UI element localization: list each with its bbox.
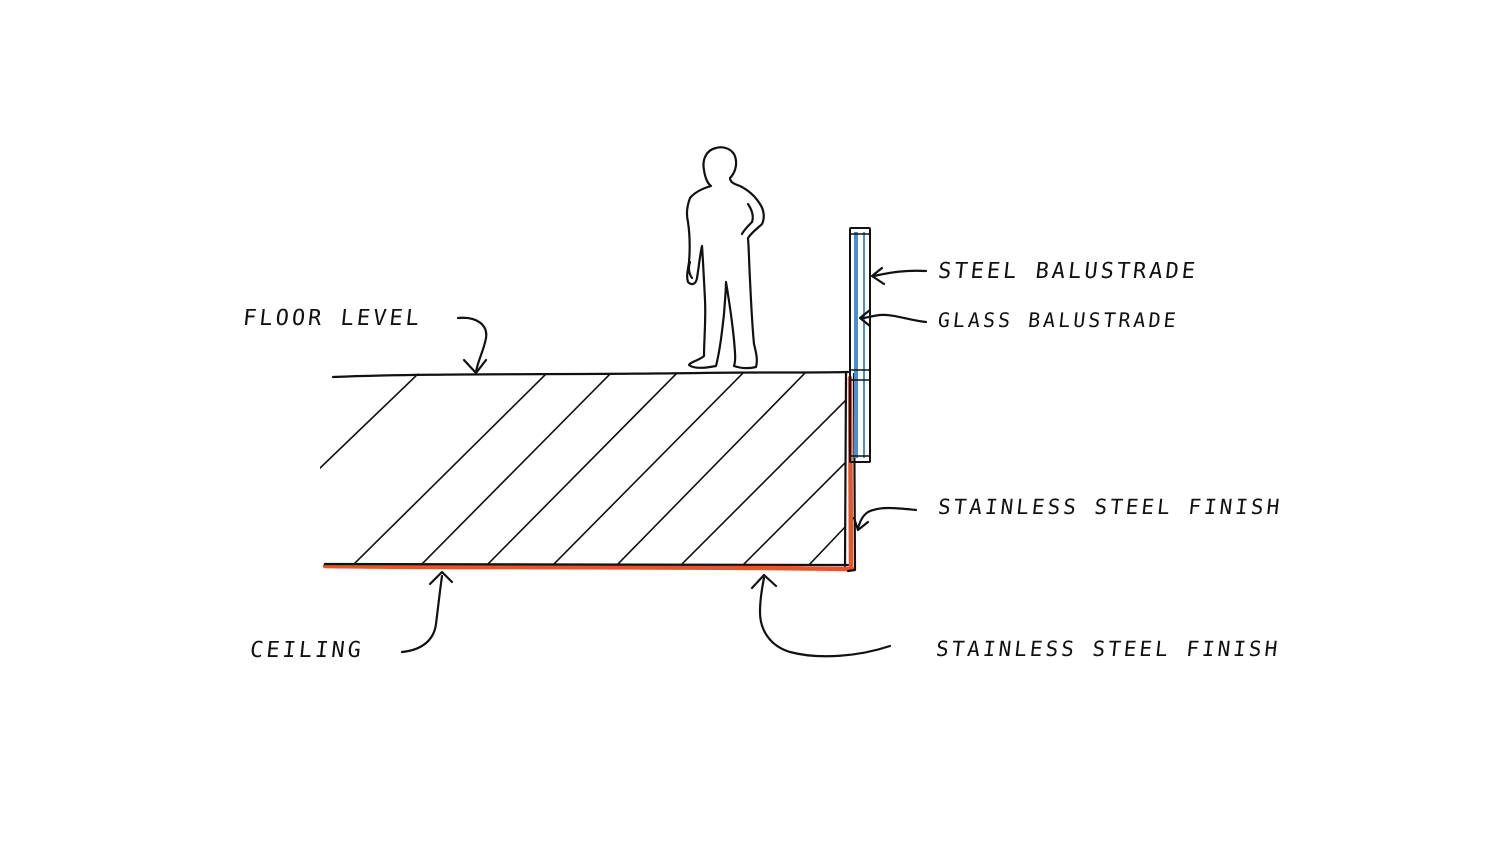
slab-hatching [318, 372, 846, 565]
person-silhouette-icon [685, 146, 765, 370]
finish-bottom-arrowhead [750, 573, 778, 590]
finish-side-arrowhead [852, 516, 870, 532]
floor-level-label: Floor level [241, 306, 424, 331]
glass-balustrade-leader [860, 313, 928, 324]
stainless-finish-bottom [322, 563, 855, 572]
floor-line [331, 370, 850, 379]
ceiling-arrowhead [428, 570, 454, 586]
stainless-finish-side-label: Stainless steel finish [936, 495, 1284, 519]
stainless-finish-bottom-label: Stainless steel finish [934, 637, 1282, 661]
balustrade [849, 227, 871, 463]
floor-level-leader [456, 316, 488, 374]
steel-balustrade-label: Steel balustrade [936, 259, 1200, 284]
finish-side-leader [856, 506, 918, 530]
ceiling-line [323, 562, 850, 567]
slab-edge [843, 370, 848, 568]
finish-bottom-leader [758, 576, 892, 658]
steel-balustrade-leader [872, 269, 928, 278]
ceiling-leader [400, 574, 444, 654]
glass-balustrade-label: Glass balustrade [936, 308, 1180, 332]
glass-balustrade-arrowhead [858, 308, 872, 328]
ceiling-label: Ceiling [248, 638, 366, 663]
floor-level-arrowhead [462, 358, 488, 375]
steel-balustrade-arrowhead [870, 266, 886, 286]
